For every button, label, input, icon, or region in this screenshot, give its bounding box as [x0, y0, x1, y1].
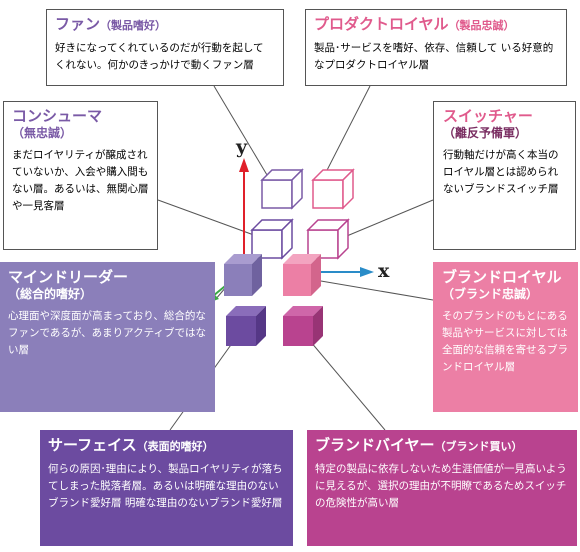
brand-buyer-heading: ブランドバイヤー（ブランド買い） [315, 436, 569, 456]
brand-loyal-description: そのブランドのもとにある製品やサービスに対しては全面的な信頼を寄せるブランドロイ… [442, 310, 568, 373]
fan-heading: ファン（製品嗜好） [55, 15, 275, 35]
cube-surface [226, 306, 266, 346]
surface-box: サーフェイス（表面的嗜好） 何らの原因･理由により、製品ロイヤリティが落ちてしま… [40, 430, 293, 546]
switcher-box: スイッチャー （離反予備軍） 行動軸だけが高く本当のロイヤル層とは認められないブ… [433, 101, 576, 250]
surface-description: 何らの原因･理由により、製品ロイヤリティが落ちてしまった脱落者層。あるいは明確な… [48, 463, 283, 509]
fan-title: ファン [55, 15, 101, 33]
mind-leader-description: 心理面や深度面が高まっており、総合的なファンであるが、あまりアクティブではない層 [8, 310, 207, 356]
surface-subtitle: （表面的嗜好） [136, 440, 214, 453]
cube-mind-leader [224, 254, 262, 296]
leader-line-switcher [341, 199, 434, 239]
leader-line-loyal [321, 85, 371, 181]
leader-line-fan [213, 85, 271, 181]
switcher-description: 行動軸だけが高く本当のロイヤル層とは認められないブランドスイッチ層 [443, 149, 559, 195]
brand-buyer-subtitle: （ブランド買い） [434, 440, 523, 453]
x-axis-arrow [360, 267, 374, 277]
brand-buyer-description: 特定の製品に依存しないため生涯価値が一見高いように見えるが、選択の理由が不明瞭で… [315, 463, 567, 509]
cube-brand-buyer [283, 306, 323, 346]
fan-description: 好きになってくれているのだが行動を起して くれない。何かのきっかけで動くファン層 [55, 42, 264, 71]
mind-leader-subtitle: （総合的嗜好） [8, 287, 93, 301]
cube-switcher [306, 218, 350, 260]
product-loyal-title: プロダクトロイヤル [314, 15, 449, 33]
fan-box: ファン（製品嗜好） 好きになってくれているのだが行動を起して くれない。何かのき… [46, 9, 284, 86]
switcher-subtitle: （離反予備軍） [443, 126, 528, 140]
cube-brand-loyal [283, 254, 321, 296]
product-loyal-box: プロダクトロイヤル（製品忠誠） 製品･サービスを嗜好、依存、信頼して いる好意的… [305, 9, 567, 86]
surface-heading: サーフェイス（表面的嗜好） [48, 436, 285, 456]
brand-loyal-box: ブランドロイヤル （ブランド忠誠） そのブランドのもとにある製品やサービスに対し… [433, 262, 578, 412]
product-loyal-subtitle: （製品忠誠） [448, 19, 515, 32]
product-loyal-description: 製品･サービスを嗜好、依存、信頼して いる好意的なプロダクトロイヤル層 [314, 42, 554, 71]
y-axis-label: y [236, 136, 248, 158]
leader-line-consumer [157, 199, 263, 239]
brand-loyal-title: ブランドロイヤル [442, 268, 562, 286]
mind-leader-box: マインドリーダー （総合的嗜好） 心理面や深度面が高まっており、総合的なファンで… [0, 262, 215, 412]
leader-line-brandloyal [314, 279, 434, 301]
brand-buyer-title: ブランドバイヤー [315, 436, 435, 454]
fan-subtitle: （製品嗜好） [100, 19, 167, 32]
cube-consumer [250, 218, 294, 260]
consumer-title: コンシューマ [12, 107, 103, 125]
x-axis-label: x [378, 260, 390, 282]
cube-fan [260, 168, 304, 210]
switcher-title: スイッチャー [443, 107, 533, 125]
consumer-box: コンシューマ （無忠誠） まだロイヤリティが醸成されていないか、入会や購入間もな… [3, 101, 158, 250]
leader-line-buyer [304, 334, 386, 431]
surface-title: サーフェイス [48, 436, 137, 454]
y-axis-arrow [239, 158, 249, 172]
cube-product-loyal [311, 168, 355, 210]
consumer-description: まだロイヤリティが醸成されていないか、入会や購入間もない層。あるいは、無関心層や… [12, 149, 149, 212]
consumer-subtitle: （無忠誠） [12, 126, 73, 140]
mind-leader-title: マインドリーダー [8, 268, 129, 286]
brand-buyer-box: ブランドバイヤー（ブランド買い） 特定の製品に依存しないため生涯価値が一見高いよ… [307, 430, 577, 546]
brand-loyal-subtitle: （ブランド忠誠） [442, 287, 539, 301]
product-loyal-heading: プロダクトロイヤル（製品忠誠） [314, 15, 558, 35]
